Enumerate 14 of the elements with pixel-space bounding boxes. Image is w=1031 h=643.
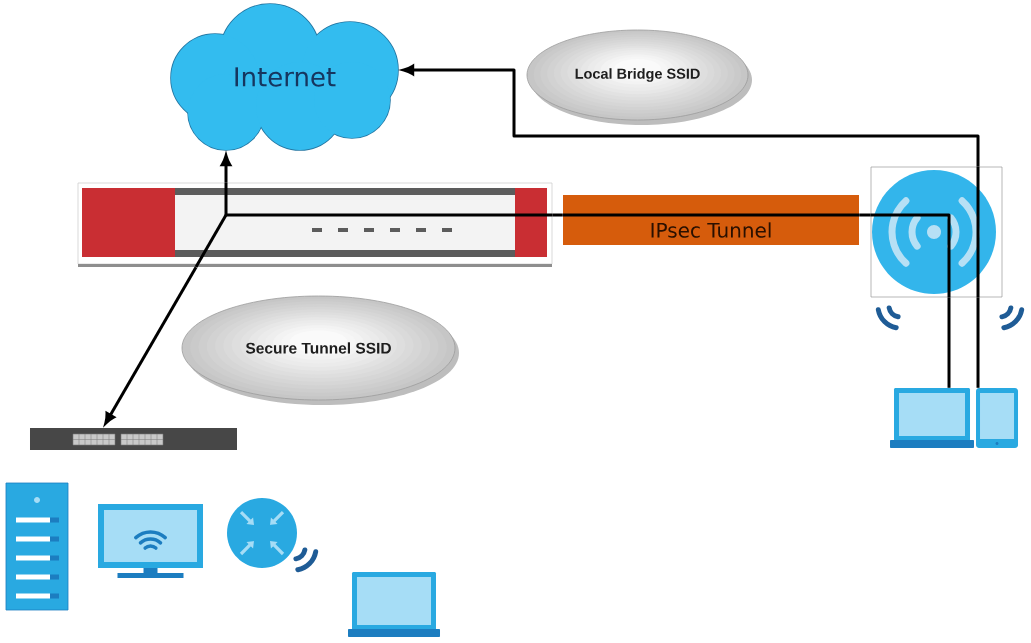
oval-label: Local Bridge SSID (526, 29, 752, 125)
network-switch (30, 428, 237, 450)
router-icon (227, 498, 297, 568)
access-point-icon (870, 166, 1003, 298)
arrow (104, 266, 198, 425)
server-icon (5, 482, 69, 611)
tablet-icon (976, 388, 1018, 448)
oval-label: Secure Tunnel SSID (181, 295, 459, 405)
monitor-icon (98, 504, 203, 578)
cloud: Internet (170, 3, 399, 151)
laptop-icon (348, 572, 440, 637)
laptop-icon (890, 388, 974, 448)
firewall-appliance (77, 182, 553, 267)
tunnel-band: IPsec Tunnel (563, 195, 859, 245)
